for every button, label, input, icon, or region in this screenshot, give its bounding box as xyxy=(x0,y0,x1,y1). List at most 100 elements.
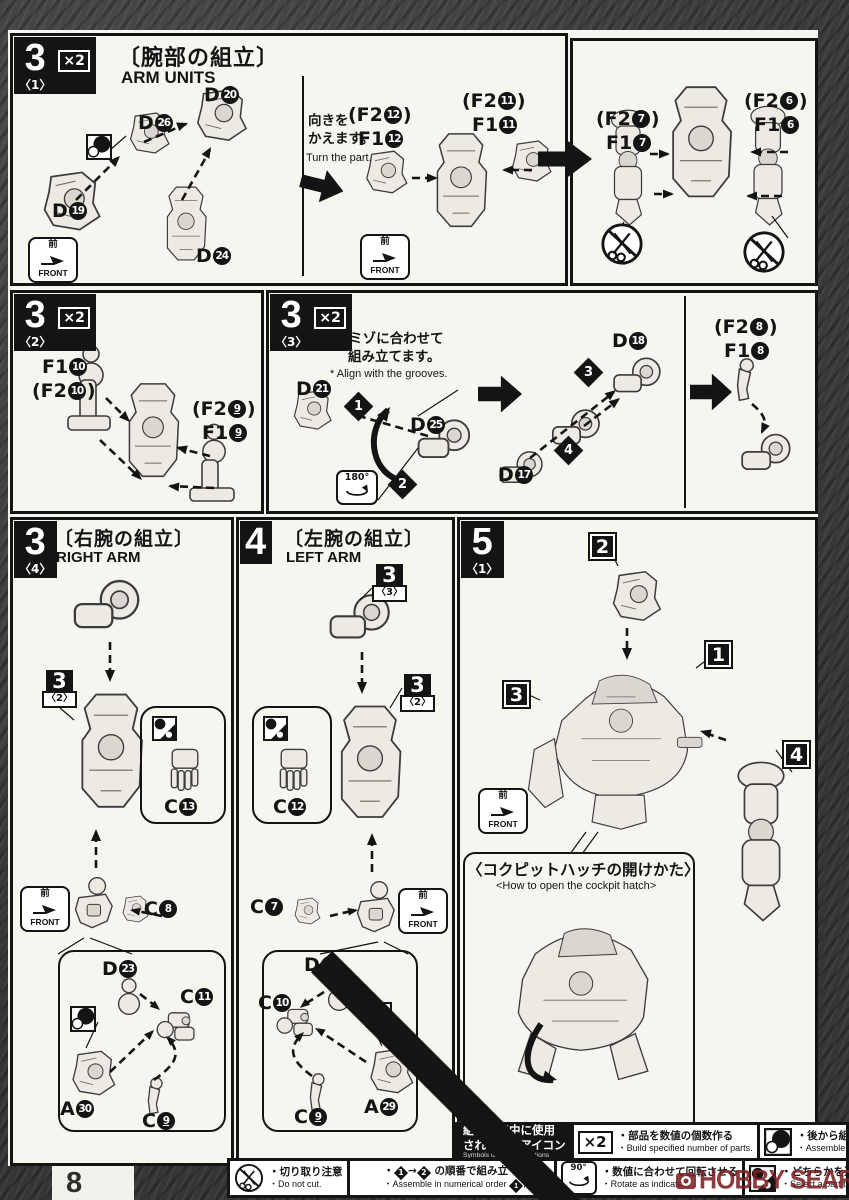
step3-3-header: 3〈3〉 ×2 xyxy=(270,294,352,351)
legend-x2: ×2 ・部品を数値の個数作る ・Build specified number o… xyxy=(570,1125,757,1159)
rotate-90-icon: 90° xyxy=(560,1161,597,1195)
order-diamond-2: 2 xyxy=(387,469,418,500)
callout-1: 1 xyxy=(704,640,733,669)
assemble-later-icon xyxy=(763,1128,792,1156)
front-icon: 前 FRONT xyxy=(20,886,70,932)
page-number-tab: 8 xyxy=(52,1166,134,1200)
assemble-later-icon xyxy=(86,134,112,160)
do-not-cut-icon xyxy=(234,1163,264,1193)
panel-step3-4 xyxy=(10,517,234,1166)
art-step3-1-parts xyxy=(43,89,247,261)
step3-4-header: 3〈4〉 xyxy=(14,521,58,578)
legend-order: 1 ・1→2 の順番で組み立てる ・Assemble in numerical … xyxy=(311,951,765,1200)
front-icon: 前 FRONT xyxy=(398,888,448,934)
hand-part xyxy=(170,748,199,791)
multiplier-badge: ×2 xyxy=(58,50,90,72)
front-icon: 前 FRONT xyxy=(360,234,410,280)
watermark: HOBBY SEARCH xyxy=(676,1165,849,1195)
art-right-wrist xyxy=(72,978,195,1115)
order-diamond-1: 1 xyxy=(343,391,374,422)
x2-icon: ×2 xyxy=(577,1130,613,1154)
front-icon: 前 FRONT xyxy=(28,237,78,283)
step3-title-jp: 〔腕部の組立〕 xyxy=(118,46,280,71)
ref-label-3-3: 3〈3〉 xyxy=(372,564,407,602)
hand-part xyxy=(279,748,308,791)
multiplier-badge: ×2 xyxy=(58,307,90,329)
order-diamond-icon: 1 xyxy=(311,951,765,1200)
legend-rotate: 90° ・数値に合わせて回転させる ・Rotate as indicated. xyxy=(553,1161,743,1195)
callout-3: 3 xyxy=(502,680,531,709)
legend-cut: ・切り取り注意 ・Do not cut. xyxy=(230,1161,347,1195)
left-arm-title-en: LEFT ARM xyxy=(286,549,362,566)
step-number: 3 xyxy=(24,37,46,79)
do-not-cut-icon xyxy=(601,223,643,265)
callout-2: 2 xyxy=(588,532,617,561)
front-icon: 前 FRONT xyxy=(478,788,528,834)
hatch-title-en: <How to open the cockpit hatch> xyxy=(496,880,657,892)
groove-note-en: * Align with the grooves. xyxy=(330,368,448,380)
order-diamond-4: 4 xyxy=(553,435,584,466)
right-arm-title-en: RIGHT ARM xyxy=(56,549,141,566)
turn-note-en: Turn the part. xyxy=(306,152,372,164)
multiplier-badge: ×2 xyxy=(314,307,346,329)
legend-choose: ・どちらかを選んで取り付ける ・Select a part to attach. xyxy=(742,1161,849,1195)
watermark-logo-icon xyxy=(676,1172,696,1189)
callout-4: 4 xyxy=(782,740,811,769)
step3-title-en: ARM UNITS xyxy=(121,68,216,87)
option-box-right-wrist xyxy=(58,950,226,1132)
art-hatch-robot xyxy=(517,928,649,1084)
hatch-title-jp: 〈コクピットハッチの開けかた〉 xyxy=(467,861,700,879)
ref-label-3-2: 3〈2〉 xyxy=(400,674,435,712)
step3-2-header: 3〈2〉 ×2 xyxy=(14,294,96,351)
art-step3-1-mid xyxy=(366,133,552,228)
page-number: 8 xyxy=(66,1167,83,1199)
ref-label-3-2: 3〈2〉 xyxy=(42,670,77,708)
art-right-arm xyxy=(57,579,163,955)
legend-later: ・後から組み立てる ・Assemble this part later. xyxy=(756,1125,849,1159)
choose-icon xyxy=(152,716,177,741)
choose-icon xyxy=(263,716,288,741)
step3-1-header: 3 〈1〉 ×2 xyxy=(14,37,96,94)
assemble-later-icon xyxy=(70,1006,96,1032)
order-diamond-3: 3 xyxy=(573,357,604,388)
step-substep: 〈1〉 xyxy=(19,78,52,92)
turn-note-jp: 向きをかえます。 xyxy=(308,113,375,148)
step4-header: 4 xyxy=(240,521,273,564)
rotate-180-icon: 180° xyxy=(336,470,378,506)
art-step3-2 xyxy=(67,345,235,502)
legend-row-bottom: ・切り取り注意 ・Do not cut. 1 ・1→2 の順番で組み立てる ・A… xyxy=(227,951,849,1200)
step5-header: 5〈1〉 xyxy=(461,521,505,578)
right-arm-title-jp: 〔右腕の組立〕 xyxy=(54,528,195,550)
left-arm-title-jp: 〔左腕の組立〕 xyxy=(284,528,425,550)
divider-step3-3 xyxy=(684,296,686,508)
groove-note-jp: ※ミゾに合わせて組み立てます。 xyxy=(336,331,444,366)
do-not-cut-icon xyxy=(743,231,785,273)
